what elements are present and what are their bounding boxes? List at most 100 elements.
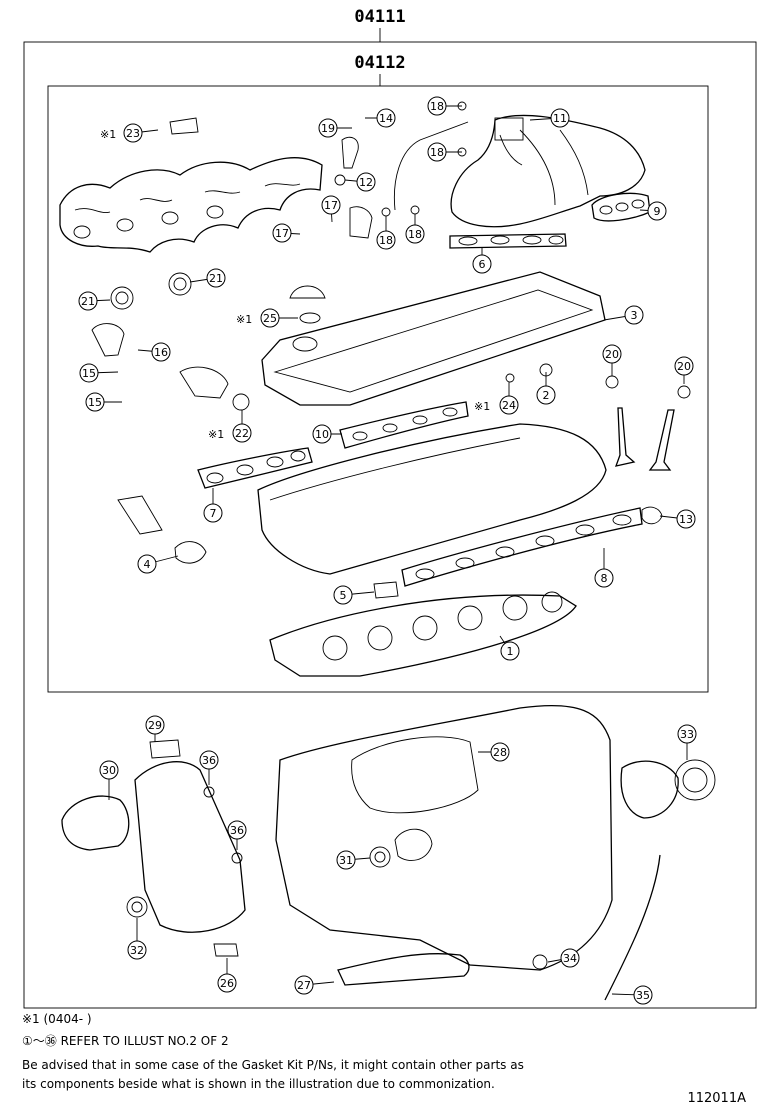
callout-label: 30 bbox=[102, 764, 116, 777]
callout-18: 18 bbox=[405, 214, 425, 244]
callout-circle bbox=[560, 948, 580, 968]
callout-27: 27 bbox=[294, 975, 335, 995]
callout-label: 34 bbox=[563, 952, 577, 965]
callout-36: 36 bbox=[199, 750, 219, 785]
callout-label: 10 bbox=[315, 428, 329, 441]
callout-10: 10 bbox=[312, 424, 342, 444]
callout-circle bbox=[427, 96, 447, 116]
callout-label: 15 bbox=[88, 396, 102, 409]
callout-label: 11 bbox=[553, 112, 567, 125]
callout-circle bbox=[203, 503, 223, 523]
callout-20: 20 bbox=[602, 344, 622, 376]
callout-14: 14 bbox=[365, 108, 396, 128]
callout-1: 1 bbox=[499, 635, 520, 661]
callout-circle bbox=[227, 820, 247, 840]
callout-18: 18 bbox=[427, 96, 462, 116]
rear-seal-drawing bbox=[620, 759, 716, 819]
callout-label: 9 bbox=[654, 205, 661, 218]
callout-label: 8 bbox=[601, 572, 608, 585]
callout-15: 15 bbox=[79, 363, 119, 383]
callout-circle bbox=[79, 363, 99, 383]
footnote-star-1: ※1 (0404- ) bbox=[22, 1012, 92, 1026]
callout-35: 35 bbox=[611, 985, 653, 1005]
small-parts-drawing bbox=[91, 101, 691, 599]
callout-circle bbox=[633, 985, 653, 1005]
callout-circle bbox=[676, 509, 696, 529]
callout-21: 21 bbox=[78, 291, 111, 311]
callout-label: 18 bbox=[430, 100, 444, 113]
callout-circle bbox=[206, 268, 226, 288]
callout-circle bbox=[85, 392, 105, 412]
callout-label: 4 bbox=[144, 558, 151, 571]
callout-label: 20 bbox=[677, 360, 691, 373]
callout-5: 5 bbox=[333, 585, 375, 605]
refer-note: ①～㊱ REFER TO ILLUST NO.2 OF 2 bbox=[22, 1034, 229, 1048]
callout-label: 5 bbox=[340, 589, 347, 602]
callout-16: 16 bbox=[137, 342, 171, 362]
callout-label: 19 bbox=[321, 122, 335, 135]
callout-25: 25 bbox=[260, 308, 298, 328]
callout-label: 2 bbox=[543, 389, 550, 402]
callout-label: 17 bbox=[324, 199, 338, 212]
callout-label: 18 bbox=[430, 146, 444, 159]
callout-label: 28 bbox=[493, 746, 507, 759]
outer-kit-number: 04111 bbox=[354, 7, 405, 27]
callout-circle bbox=[602, 344, 622, 364]
inner-kit-frame bbox=[47, 85, 709, 693]
callout-label: 36 bbox=[202, 754, 216, 767]
callout-circle bbox=[647, 201, 667, 221]
star-mark: ※1 bbox=[236, 313, 252, 326]
callout-11: 11 bbox=[529, 108, 570, 128]
callout-33: 33 bbox=[677, 724, 697, 760]
callout-22: 22 bbox=[232, 410, 252, 443]
callout-label: 7 bbox=[210, 507, 217, 520]
callout-circle bbox=[594, 568, 614, 588]
callout-circle bbox=[321, 195, 341, 215]
callout-label: 15 bbox=[82, 367, 96, 380]
callout-circle bbox=[677, 724, 697, 744]
water-pump-drawing bbox=[61, 795, 148, 918]
callout-4: 4 bbox=[137, 554, 179, 574]
head-cover-gasket-drawing bbox=[261, 271, 606, 406]
callout-26: 26 bbox=[217, 958, 237, 993]
callout-circle bbox=[376, 230, 396, 250]
callout-29: 29 bbox=[145, 715, 165, 742]
callout-label: 26 bbox=[220, 977, 234, 990]
callout-31: 31 bbox=[336, 850, 371, 870]
callout-24: 24 bbox=[499, 382, 519, 415]
callout-label: 17 bbox=[275, 227, 289, 240]
callout-label: 33 bbox=[680, 728, 694, 741]
callout-circle bbox=[272, 223, 292, 243]
callout-circle bbox=[550, 108, 570, 128]
callout-circle bbox=[99, 760, 119, 780]
callout-label: 36 bbox=[230, 824, 244, 837]
star-mark: ※1 bbox=[100, 128, 116, 141]
callout-label: 22 bbox=[235, 427, 249, 440]
callout-circle bbox=[318, 118, 338, 138]
callout-label: 18 bbox=[408, 228, 422, 241]
callout-18: 18 bbox=[376, 216, 396, 250]
callout-label: 13 bbox=[679, 513, 693, 526]
timing-cover-drawing bbox=[134, 739, 246, 957]
callout-18: 18 bbox=[427, 142, 462, 162]
advisory-line-2: its components beside what is shown in t… bbox=[22, 1077, 495, 1091]
callout-30: 30 bbox=[99, 760, 119, 800]
callout-label: 32 bbox=[130, 944, 144, 957]
callout-label: 6 bbox=[479, 258, 486, 271]
callout-circle bbox=[78, 291, 98, 311]
callout-circle bbox=[333, 585, 353, 605]
callout-8: 8 bbox=[594, 548, 614, 588]
callout-circle bbox=[127, 940, 147, 960]
callout-circle bbox=[536, 385, 556, 405]
star-mark: ※1 bbox=[208, 428, 224, 441]
callout-23: 23 bbox=[123, 123, 159, 143]
callout-label: 16 bbox=[154, 346, 168, 359]
callout-3: 3 bbox=[603, 305, 644, 325]
engine-block-lower-drawing bbox=[275, 704, 613, 971]
callout-34: 34 bbox=[547, 948, 580, 968]
callout-circle bbox=[199, 750, 219, 770]
callout-20: 20 bbox=[674, 356, 694, 384]
callout-label: 35 bbox=[636, 989, 650, 1002]
callout-circle bbox=[405, 224, 425, 244]
callout-circle bbox=[499, 395, 519, 415]
